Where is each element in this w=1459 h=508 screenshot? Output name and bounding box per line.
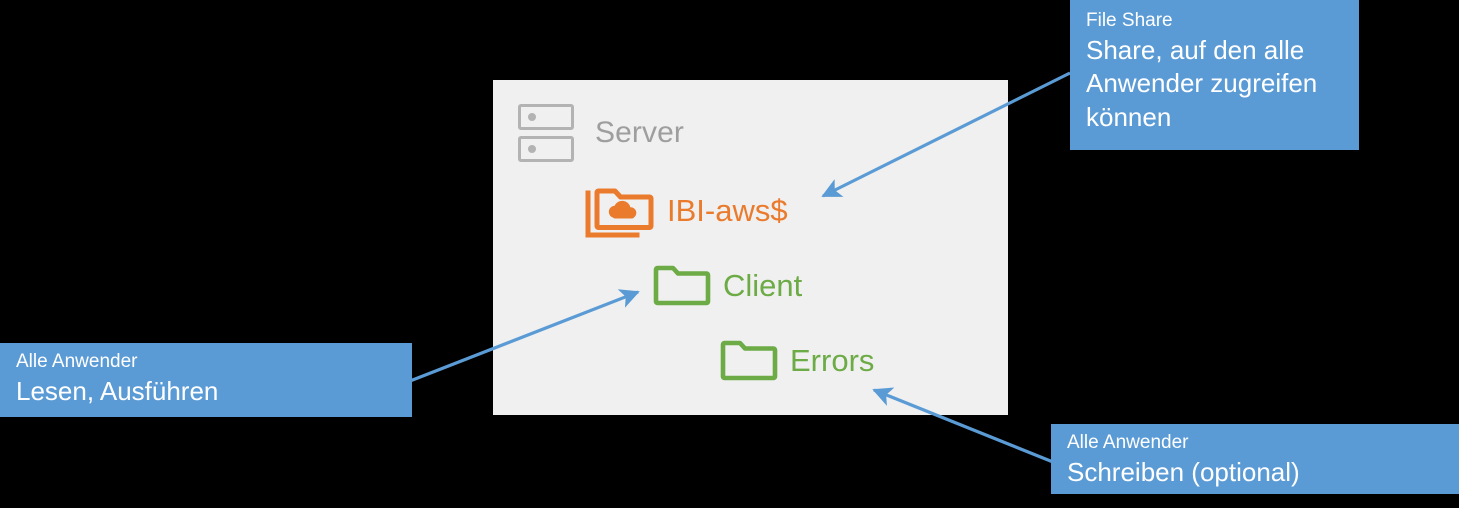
server-led-icon <box>528 113 536 121</box>
server-panel: Server IBI-aws$ <box>493 80 1008 415</box>
callout-title: Alle Anwender <box>1067 432 1189 453</box>
callout-body: Lesen, Ausführen <box>16 375 219 406</box>
node-server[interactable]: Server <box>518 104 684 162</box>
callout-body: Share, auf den alle Anwender zugreifen k… <box>1086 34 1318 133</box>
node-label-share: IBI-aws$ <box>667 193 788 228</box>
server-bay-top <box>518 104 574 130</box>
cloud-folder-icon <box>585 183 655 238</box>
callout-file-share[interactable]: File Share Share, auf den alle Anwender … <box>1070 0 1359 150</box>
callout-title: File Share <box>1086 10 1173 31</box>
folder-icon <box>720 337 778 383</box>
server-led-icon <box>528 145 536 153</box>
callout-title: Alle Anwender <box>16 351 138 372</box>
node-label-client: Client <box>723 267 803 303</box>
node-label-server: Server <box>595 116 684 149</box>
node-errors[interactable]: Errors <box>720 337 874 383</box>
server-icon <box>518 104 574 162</box>
node-client[interactable]: Client <box>653 262 802 308</box>
callout-write-optional[interactable]: Alle Anwender Schreiben (optional) <box>1051 424 1459 494</box>
callout-body: Schreiben (optional) <box>1067 456 1300 487</box>
server-bay-bottom <box>518 136 574 162</box>
callout-read-execute[interactable]: Alle Anwender Lesen, Ausführen <box>0 343 412 417</box>
node-label-errors: Errors <box>790 342 875 378</box>
node-share[interactable]: IBI-aws$ <box>585 183 788 238</box>
folder-icon <box>653 262 711 308</box>
